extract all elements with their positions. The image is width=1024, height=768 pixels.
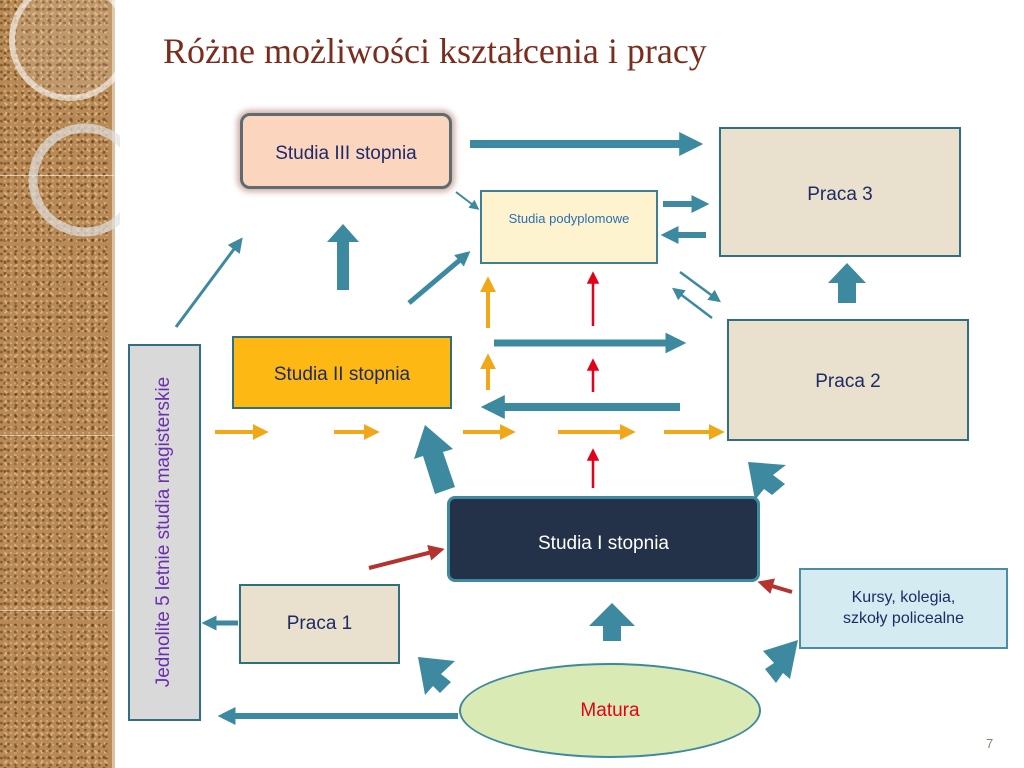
arrow-kursy-to-studia-i [757, 578, 793, 594]
node-label: Praca 2 [815, 371, 881, 392]
node-praca-2: Praca 2 [727, 319, 969, 441]
node-label: Studia III stopnia [275, 143, 417, 164]
arrow-studia-ii-to-podyplomowe [407, 251, 471, 305]
node-studia-iii-stopnia: Studia III stopnia [240, 113, 452, 189]
node-jednolite-studia [128, 344, 201, 721]
node-praca-3: Praca 3 [719, 127, 961, 257]
node-label: Praca 3 [807, 184, 873, 205]
block-arrow-matura-to-studia-i [589, 603, 635, 641]
node-label-vertical: Jednolite 5 letnie studia magisterskie [153, 376, 174, 688]
block-arrow-studia-i-to-studia-ii [414, 425, 455, 494]
slide-title: Różne możliwości kształcenia i pracy [163, 31, 707, 71]
decorative-rings [9, 0, 120, 237]
block-arrow-matura-to-praca-1 [418, 657, 455, 695]
block-arrow-studia-ii-to-studia-iii [327, 224, 359, 290]
slide-number: 7 [986, 736, 994, 751]
ring-decoration [9, 0, 120, 101]
ring-fill-decoration [12, 0, 120, 98]
block-arrow-praca-2-to-praca-3 [828, 263, 866, 303]
cork-seam [0, 435, 114, 436]
node-label: Studia I stopnia [538, 533, 669, 554]
node-label: Matura [580, 699, 640, 721]
node-matura: Matura [459, 663, 761, 758]
arrow-podyplomowe-to-praca-2 [679, 270, 722, 303]
ring-decoration [28, 123, 120, 237]
arrow-jednolite-to-studia-iii [174, 237, 243, 328]
arrow-praca-2-to-podyplomowe [672, 287, 713, 319]
node-label: Kursy, kolegia, szkoły policealne [843, 588, 964, 627]
block-arrow-matura-to-kursy [763, 640, 798, 683]
block-arrow-studia-i-to-praca-2 [748, 462, 786, 500]
node-studia-ii-stopnia: Studia II stopnia [232, 336, 452, 409]
node-studia-podyplomowe: Studia podyplomowe [480, 190, 658, 264]
arrow-praca-1-to-studia-i [368, 544, 445, 570]
cork-seam [0, 175, 114, 176]
arrow-studia-iii-to-podyplomowe [455, 191, 480, 210]
node-label: Studia podyplomowe [508, 211, 630, 226]
cork-seam [0, 610, 114, 611]
node-label: Praca 1 [286, 613, 353, 634]
node-studia-i-stopnia: Studia I stopnia [447, 496, 760, 582]
node-kursy-kolegia: Kursy, kolegia, szkoły policealne [799, 568, 1008, 649]
node-label: Studia II stopnia [273, 364, 411, 385]
node-praca-1: Praca 1 [239, 584, 400, 664]
cork-strip-edge [112, 0, 115, 768]
